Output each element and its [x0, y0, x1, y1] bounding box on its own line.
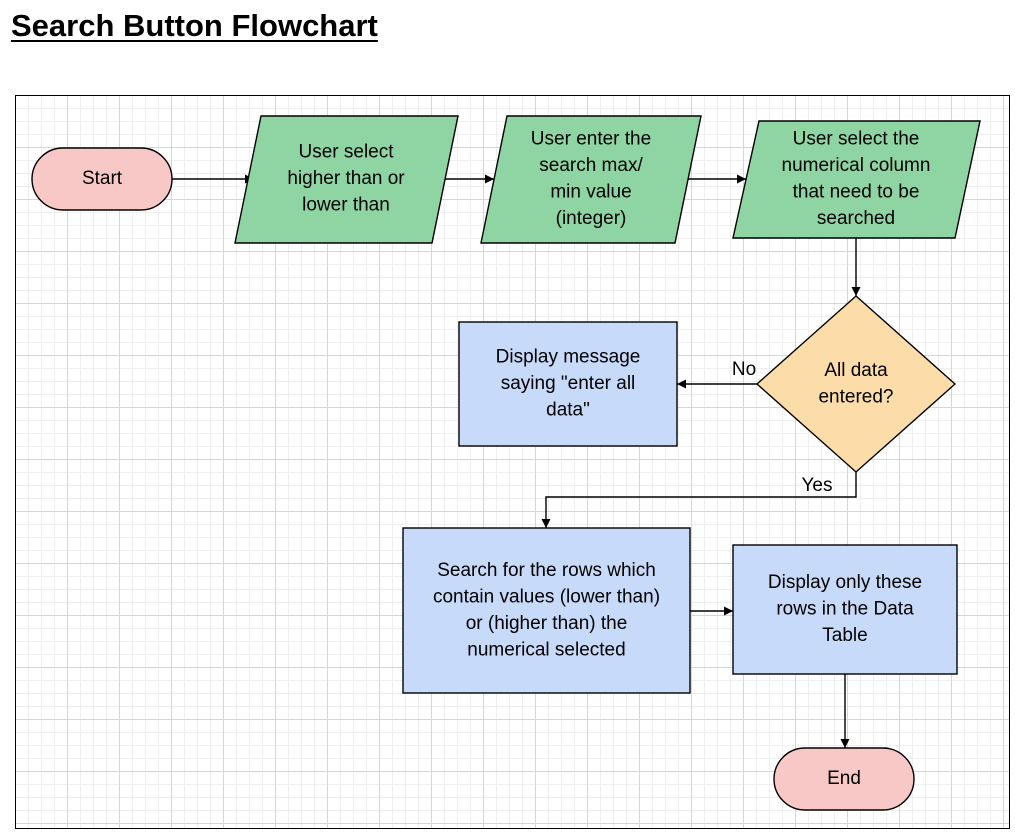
node-text-line: Table — [822, 625, 867, 646]
node-start: Start — [31, 147, 173, 211]
page-title: Search Button Flowchart — [11, 8, 378, 43]
end-shape — [773, 747, 915, 811]
node-text-line: contain values (lower than) — [433, 586, 660, 607]
edge-label-no: No — [732, 359, 756, 380]
start-shape — [31, 147, 173, 211]
node-text-line: numerical column — [782, 155, 931, 176]
node-text-line: saying "enter all — [501, 373, 636, 394]
node-text-line: User enter the — [531, 128, 651, 149]
display-rows-shape — [732, 544, 958, 675]
node-end: End — [773, 747, 915, 811]
all-entered-shape — [755, 295, 957, 473]
node-text-line: Display only these — [768, 572, 922, 593]
node-text-line: End — [827, 768, 861, 789]
search-rows-shape — [402, 527, 691, 694]
node-text-line: All data — [824, 360, 888, 381]
node-text-line: lower than — [302, 195, 390, 216]
node-text-line: data" — [546, 400, 590, 421]
node-text-line: User select the — [793, 128, 920, 149]
node-search-rows: Search for the rows which contain values … — [402, 527, 691, 694]
node-text-line: Display message — [496, 347, 641, 368]
node-text-line: (integer) — [556, 208, 627, 229]
nodes-layer: Start User select higher than or lower than… — [31, 115, 981, 811]
node-enter-value: User enter the search max/min value (integ… — [480, 115, 702, 244]
node-text-line: Start — [82, 168, 123, 189]
select-direction-shape — [234, 115, 459, 244]
enter-value-shape — [480, 115, 702, 244]
node-text-line: User select — [298, 142, 394, 163]
node-text-line: higher than or — [287, 168, 405, 189]
node-text-line: search max/ — [539, 155, 643, 176]
msg-enter-all-shape — [458, 321, 678, 447]
node-all-entered: All data entered? — [755, 295, 957, 473]
node-select-direction: User select higher than or lower than — [234, 115, 459, 244]
edges-layer — [172, 174, 861, 748]
edge-label-yes: Yes — [802, 475, 833, 496]
edge-all_entered-to-search_rows — [541, 472, 857, 528]
node-text-line: or (higher than) the — [466, 613, 628, 634]
node-select-column: User select the numerical column that need… — [732, 120, 981, 239]
node-msg-enter-all: Display message saying "enter all data" — [458, 321, 678, 447]
node-text-line: min value — [550, 181, 631, 202]
node-text-line: entered? — [818, 386, 893, 407]
node-text-line: numerical selected — [467, 639, 625, 660]
node-text-line: Search for the rows which — [437, 560, 656, 581]
select-column-shape — [732, 120, 981, 239]
node-text-line: rows in the Data — [776, 599, 914, 620]
node-text-line: searched — [817, 208, 895, 229]
node-text-line: that need to be — [793, 181, 920, 202]
